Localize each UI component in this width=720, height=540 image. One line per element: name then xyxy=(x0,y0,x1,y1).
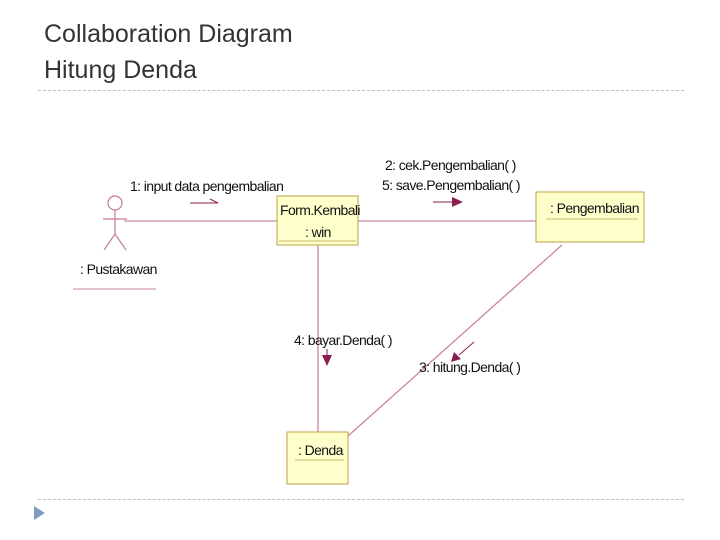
message-3-label: 3: hitung.Denda( ) xyxy=(419,359,520,375)
denda-object xyxy=(286,431,349,485)
actor-stick-figure xyxy=(103,195,127,251)
slide-title: Collaboration Diagram xyxy=(44,20,293,48)
message-4-label: 4: bayar.Denda( ) xyxy=(294,332,392,348)
slide-subtitle: Hitung Denda xyxy=(44,56,197,84)
message-3-arrow xyxy=(451,341,475,362)
pengembalian-name: : Pengembalian xyxy=(550,200,639,216)
message-2-label: 2: cek.Pengembalian( ) xyxy=(385,157,516,173)
form-kembali-name: Form.Kembali xyxy=(280,202,360,218)
link-pengembalian-denda xyxy=(347,244,563,437)
denda-name: : Denda xyxy=(298,442,344,458)
form-kembali-type: : win xyxy=(305,224,331,240)
top-divider xyxy=(38,90,684,91)
message-5-label: 5: save.Pengembalian( ) xyxy=(382,177,520,193)
message-2-arrow xyxy=(433,197,463,207)
message-1-label: 1: input data pengembalian xyxy=(130,178,283,194)
form-kembali-object xyxy=(276,195,359,246)
bottom-divider xyxy=(38,499,684,500)
message-1-arrow xyxy=(190,198,219,204)
slide-bullet-triangle-icon xyxy=(34,506,45,520)
message-4-arrow xyxy=(322,349,332,366)
actor-name: : Pustakawan xyxy=(80,261,157,277)
pengembalian-object xyxy=(535,191,645,243)
